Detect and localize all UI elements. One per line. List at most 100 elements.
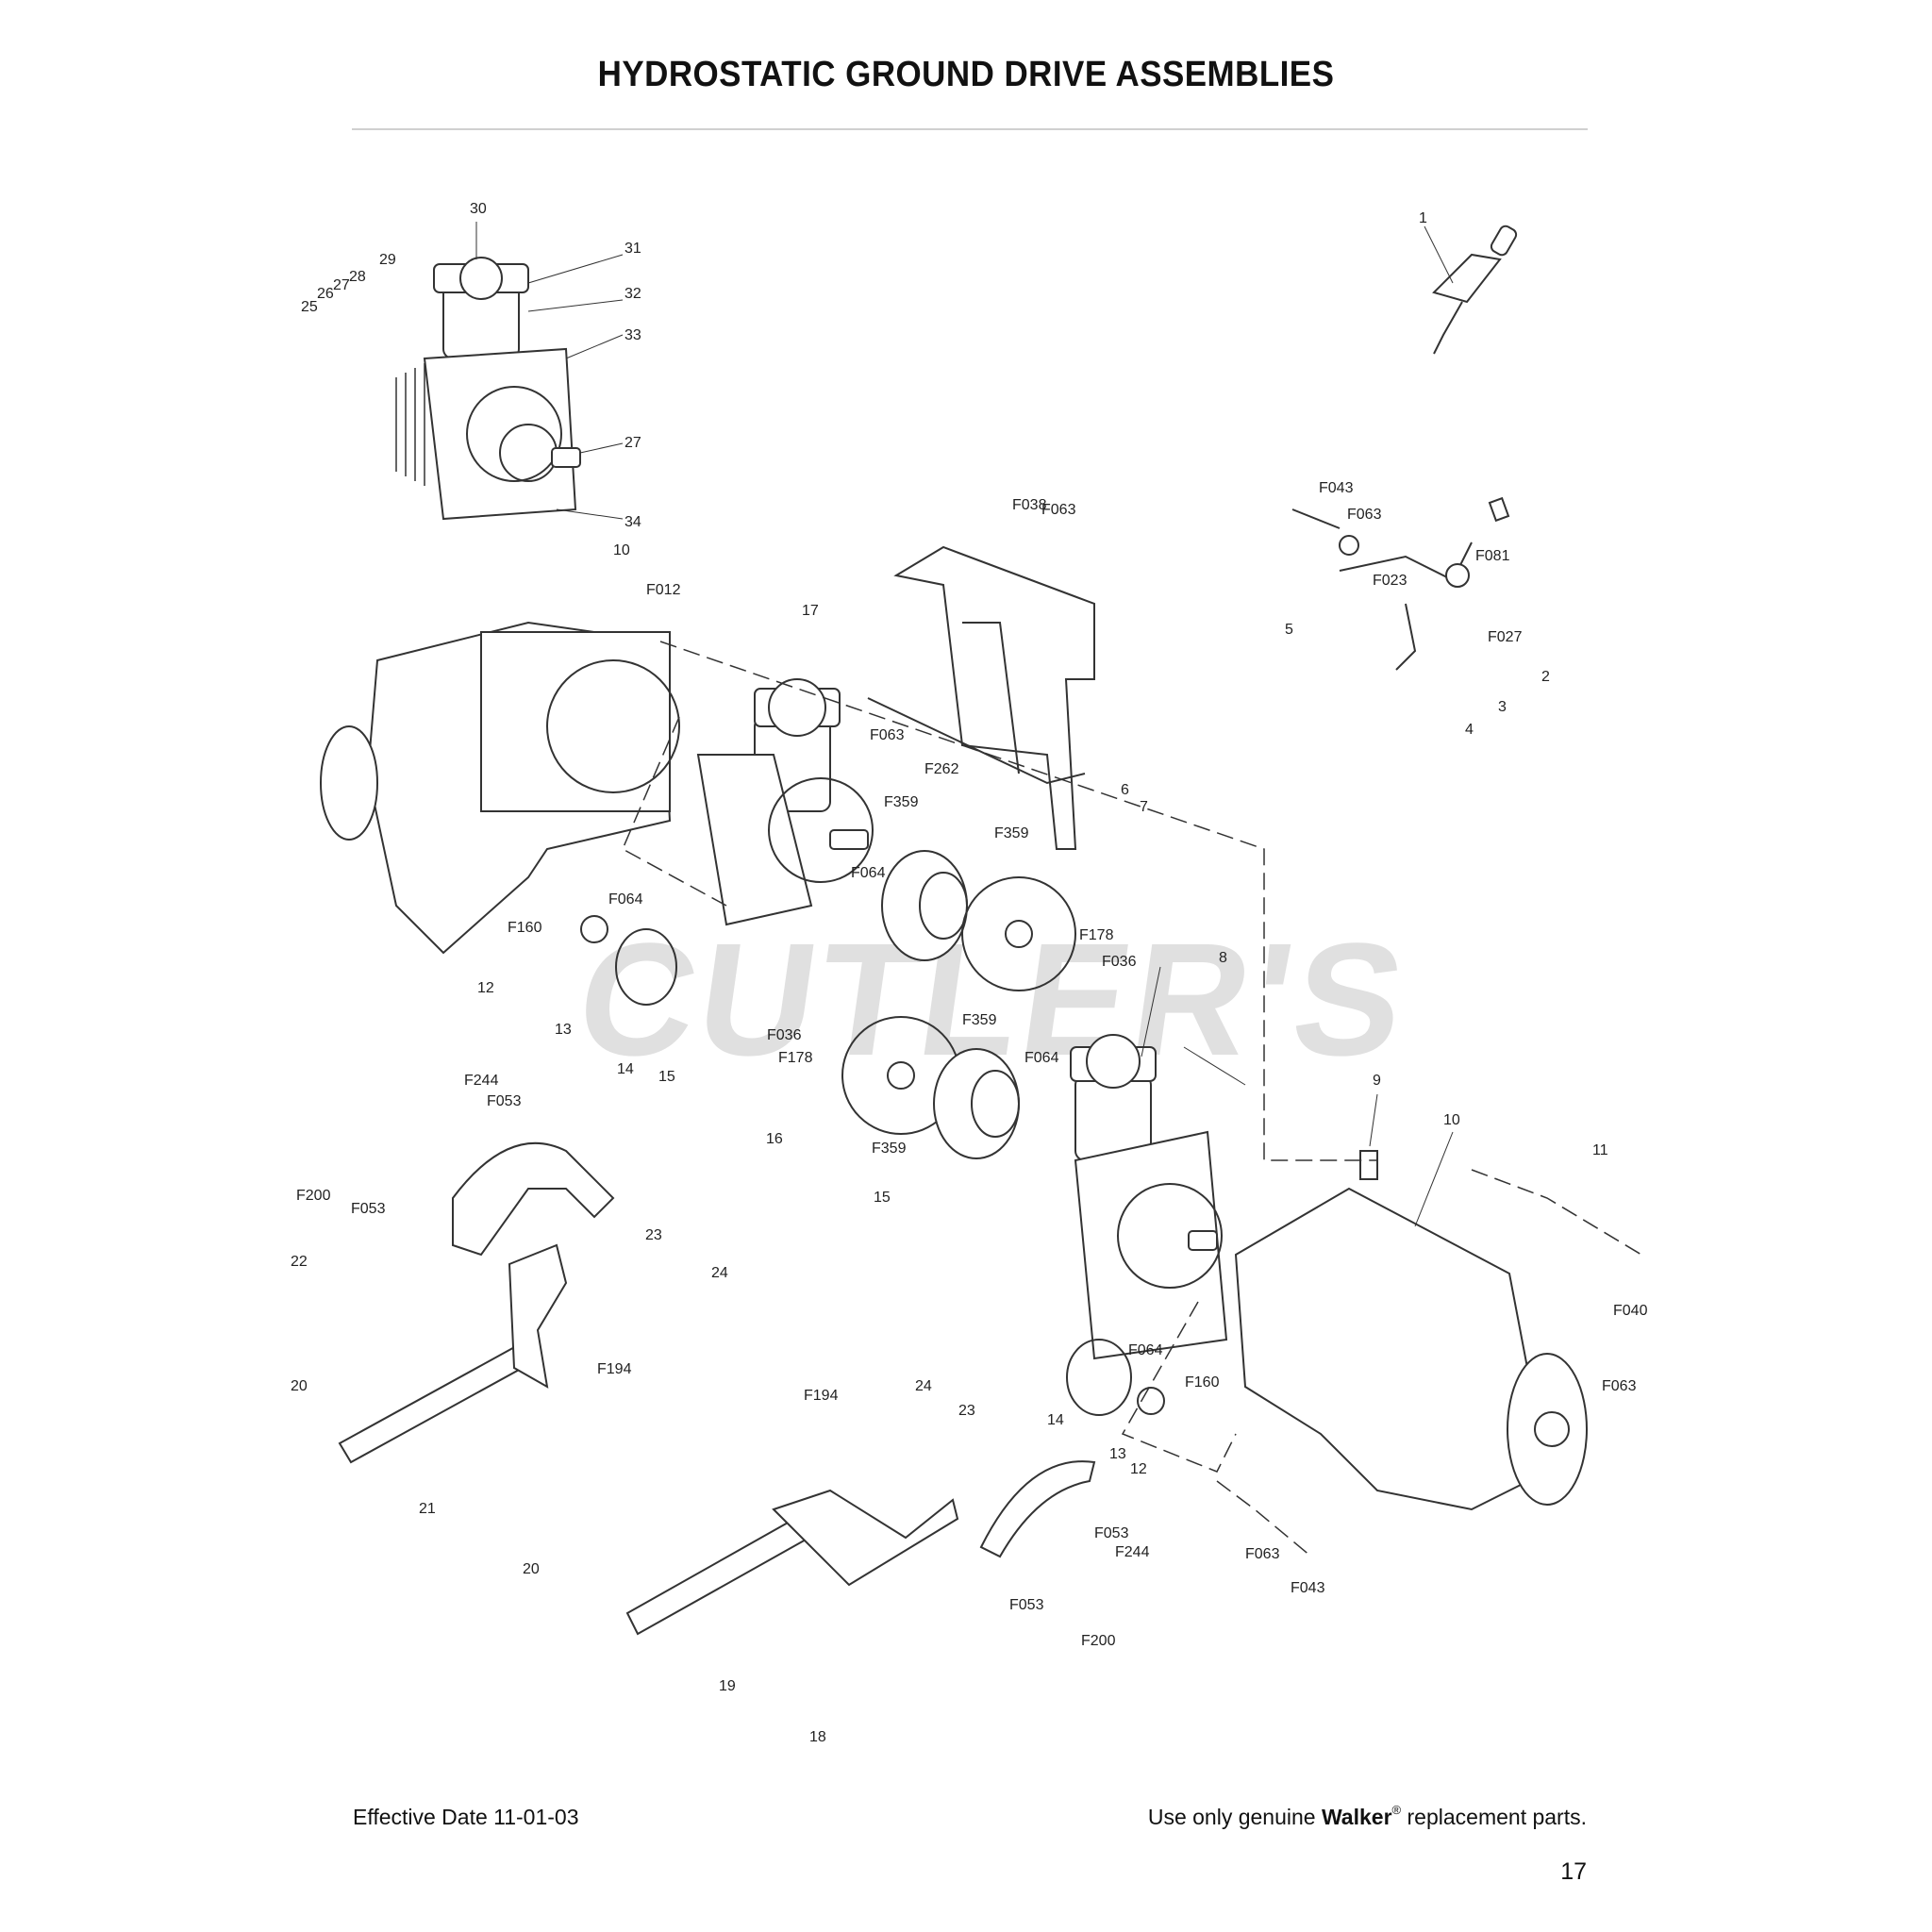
registered-mark: ® [1391, 1803, 1402, 1817]
label-12a: 12 [477, 980, 494, 996]
label-F064b: F064 [608, 891, 643, 908]
bracket-6 [867, 545, 1095, 850]
gear-12-top [580, 915, 608, 943]
pump-17 [696, 678, 874, 926]
shaft-21 [338, 1243, 568, 1464]
label-18: 18 [809, 1729, 826, 1745]
part-labels: 30 31 32 33 29 28 27 26 25 27 34 1 F043 … [291, 201, 1648, 1745]
label-9: 9 [1373, 1073, 1381, 1089]
label-F081: F081 [1475, 548, 1510, 564]
brand-name: Walker [1321, 1805, 1392, 1829]
label-F040: F040 [1613, 1303, 1648, 1319]
label-28: 28 [349, 269, 366, 285]
label-14b: 14 [1047, 1412, 1064, 1428]
label-24b: 24 [915, 1378, 932, 1394]
label-3: 3 [1498, 699, 1507, 715]
label-11: 11 [1592, 1142, 1608, 1158]
label-27a: 27 [333, 277, 350, 293]
label-F053d: F053 [1009, 1597, 1044, 1613]
label-23a: 23 [645, 1227, 662, 1243]
label-15a: 15 [658, 1069, 675, 1085]
label-4: 4 [1465, 722, 1474, 738]
label-F200b: F200 [1081, 1633, 1116, 1649]
label-15b: 15 [874, 1190, 891, 1206]
label-F064d: F064 [1128, 1342, 1163, 1358]
pulley-15-top [881, 850, 968, 961]
label-F244a: F244 [464, 1073, 499, 1089]
transmission-housing-left [320, 621, 680, 955]
label-F200a: F200 [296, 1188, 331, 1204]
label-F043b: F043 [1291, 1580, 1325, 1596]
label-F063c: F063 [870, 727, 905, 743]
label-20a: 20 [291, 1378, 308, 1394]
label-14a: 14 [617, 1061, 634, 1077]
label-25: 25 [301, 299, 318, 315]
pulley-15-bottom [933, 1048, 1020, 1159]
label-F063b: F063 [1041, 502, 1076, 518]
pump-assembly-top [395, 257, 581, 521]
label-17: 17 [802, 603, 819, 619]
label-6: 6 [1121, 782, 1129, 798]
label-34: 34 [625, 514, 641, 530]
leader-lines [475, 222, 1454, 1227]
label-8: 8 [1219, 950, 1227, 966]
label-F359c: F359 [962, 1012, 997, 1028]
label-12b: 12 [1130, 1461, 1147, 1477]
label-F359b: F359 [994, 825, 1029, 841]
label-20b: 20 [523, 1561, 540, 1577]
bracket-18 [979, 1460, 1096, 1558]
transmission-housing-right [1234, 1150, 1588, 1511]
label-27b: 27 [625, 435, 641, 451]
label-31: 31 [625, 241, 641, 257]
label-F027: F027 [1488, 629, 1523, 645]
label-F359d: F359 [872, 1141, 907, 1157]
label-F262: F262 [924, 761, 959, 777]
label-F160a: F160 [508, 920, 542, 936]
label-16: 16 [766, 1131, 783, 1147]
label-F244b: F244 [1115, 1544, 1150, 1560]
label-26: 26 [317, 286, 334, 302]
label-F038: F038 [1012, 497, 1047, 513]
label-F194a: F194 [597, 1361, 632, 1377]
label-F064a: F064 [851, 865, 886, 881]
control-lever-1 [1432, 225, 1518, 355]
label-F063e: F063 [1245, 1546, 1280, 1562]
label-13b: 13 [1109, 1446, 1126, 1462]
bracket-22 [452, 1141, 615, 1257]
label-F194b: F194 [804, 1388, 839, 1404]
label-F036a: F036 [1102, 954, 1137, 970]
label-7: 7 [1140, 799, 1148, 815]
fan-16 [841, 1016, 960, 1135]
label-F359a: F359 [884, 794, 919, 810]
label-30: 30 [470, 201, 487, 217]
label-10a: 10 [613, 542, 630, 558]
connection-lines [622, 641, 1642, 1557]
label-10b: 10 [1443, 1112, 1460, 1128]
label-F053b: F053 [351, 1201, 386, 1217]
label-19: 19 [719, 1678, 736, 1694]
label-F063a: F063 [1347, 507, 1382, 523]
label-23b: 23 [958, 1403, 975, 1419]
genuine-parts-notice: Use only genuine Walker® replacement par… [1148, 1803, 1588, 1830]
label-24a: 24 [711, 1265, 728, 1281]
pump-8 [1070, 1034, 1228, 1360]
label-F023: F023 [1373, 573, 1407, 589]
lever-assembly [1291, 496, 1510, 671]
label-13a: 13 [555, 1022, 572, 1038]
effective-date: Effective Date 11-01-03 [353, 1805, 579, 1829]
oring-14-bottom [1066, 1339, 1165, 1416]
label-F053a: F053 [487, 1093, 522, 1109]
notice-suffix: replacement parts. [1401, 1805, 1588, 1829]
page-title: HYDROSTATIC GROUND DRIVE ASSEMBLIES [597, 55, 1335, 94]
fan-7 [961, 876, 1076, 991]
label-32: 32 [625, 286, 641, 302]
label-F178b: F178 [778, 1050, 813, 1066]
shaft-19 [625, 1489, 959, 1636]
label-2: 2 [1541, 669, 1550, 685]
label-F012: F012 [646, 582, 681, 598]
label-5: 5 [1285, 622, 1293, 638]
label-1: 1 [1419, 210, 1427, 226]
label-F053c: F053 [1094, 1525, 1129, 1541]
title-divider [352, 128, 1588, 130]
